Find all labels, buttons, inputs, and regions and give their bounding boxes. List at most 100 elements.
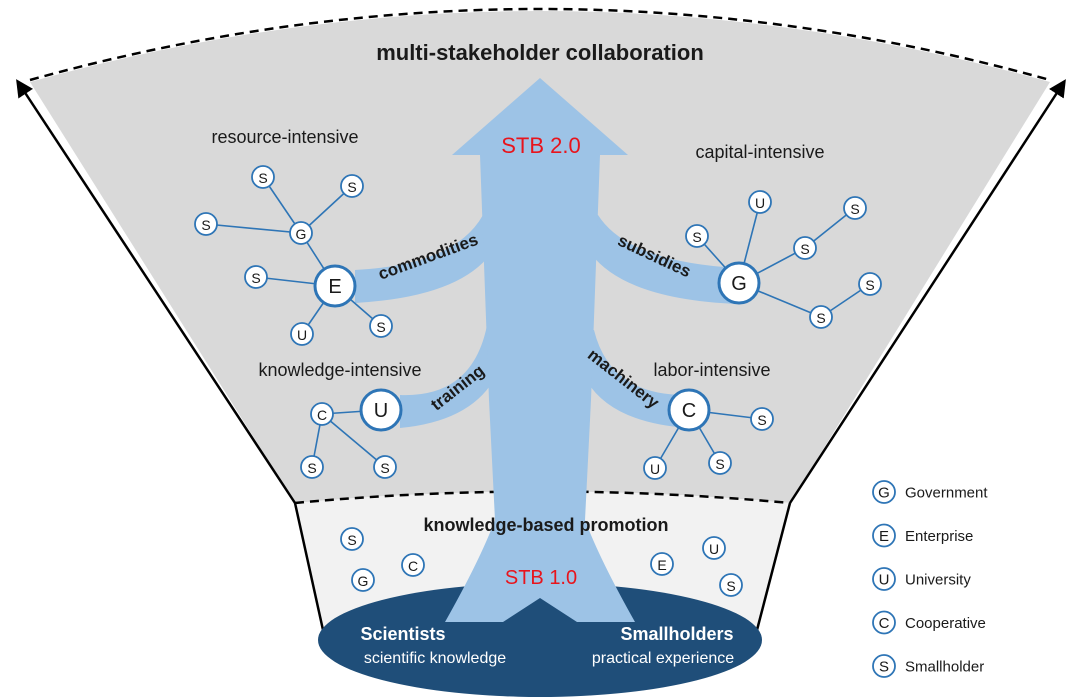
node-letter: S	[715, 456, 724, 472]
node-circle	[369, 314, 393, 338]
base-ellipse	[318, 583, 762, 697]
node-circle	[719, 573, 743, 597]
stakeholder-node-s: S	[809, 305, 833, 329]
legend-circle	[872, 567, 896, 591]
node-circle	[313, 264, 357, 308]
stakeholder-node-s: S	[194, 212, 218, 236]
node-letter: E	[328, 276, 341, 298]
node-circle	[351, 568, 375, 592]
stakeholder-node-s: S	[858, 272, 882, 296]
node-circle	[717, 261, 761, 305]
stakeholder-node-s: S	[340, 527, 364, 551]
node-circle	[300, 455, 324, 479]
node-circle	[793, 236, 817, 260]
right-funnel-edge	[788, 79, 1066, 504]
node-circle	[373, 455, 397, 479]
node-letter: U	[650, 461, 660, 477]
legend-circle	[872, 480, 896, 504]
stb-bottom-label: STB 1.0	[505, 567, 577, 589]
node-circle	[858, 272, 882, 296]
right-tray-edge	[755, 502, 792, 631]
node-circle	[340, 174, 364, 198]
legend-item-smallholder: S Smallholder	[872, 654, 984, 678]
central-arrow	[445, 78, 635, 622]
node-circle	[244, 265, 268, 289]
legend-letter: S	[879, 659, 889, 676]
stakeholder-node-s: S	[340, 174, 364, 198]
node-circle	[310, 402, 334, 426]
node-circle	[359, 388, 403, 432]
quadrant-labor: labor-intensive	[653, 360, 770, 380]
node-circle	[290, 322, 314, 346]
node-letter: G	[358, 573, 369, 589]
quadrant-capital: capital-intensive	[695, 142, 824, 162]
node-letter: C	[317, 407, 327, 423]
stakeholder-node-s: S	[251, 165, 275, 189]
legend-letter: U	[879, 572, 890, 589]
quadrant-knowledge: knowledge-intensive	[258, 360, 421, 380]
node-circle	[650, 552, 674, 576]
node-letter: G	[296, 226, 307, 242]
node-letter: S	[380, 460, 389, 476]
stakeholder-node-s: S	[708, 451, 732, 475]
node-letter: S	[726, 578, 735, 594]
stakeholder-node-e: E	[313, 264, 357, 308]
node-circle	[340, 527, 364, 551]
node-letter: S	[376, 319, 385, 335]
legend-label: University	[905, 572, 971, 589]
legend-label: Smallholder	[905, 659, 984, 676]
node-letter: S	[201, 217, 210, 233]
node-circle	[643, 456, 667, 480]
stakeholder-node-s: S	[719, 573, 743, 597]
branch-subsidies	[576, 215, 738, 304]
main-title: multi-stakeholder collaboration	[376, 40, 704, 65]
base-left-sub: scientific knowledge	[364, 650, 506, 667]
base-right-title: Smallholders	[620, 624, 733, 644]
legend-item-university: U University	[872, 567, 971, 591]
stakeholder-node-c: C	[667, 388, 711, 432]
base-left-title: Scientists	[360, 624, 445, 644]
top-dashed-arc	[29, 7, 1051, 82]
node-letter: S	[307, 460, 316, 476]
node-letter: C	[682, 400, 696, 422]
left-funnel-edge	[16, 79, 297, 504]
node-circle	[289, 221, 313, 245]
node-circle	[194, 212, 218, 236]
node-letter: U	[755, 195, 765, 211]
legend-letter: C	[879, 615, 890, 632]
branch-commodities	[355, 215, 505, 303]
node-letter: C	[408, 558, 418, 574]
stakeholder-node-u: U	[702, 536, 726, 560]
stakeholder-node-s: S	[369, 314, 393, 338]
node-letter: S	[347, 532, 356, 548]
stb-top-label: STB 2.0	[501, 133, 580, 158]
node-circle	[809, 305, 833, 329]
node-letter: S	[800, 241, 809, 257]
legend-label: Cooperative	[905, 615, 986, 632]
quadrant-resource: resource-intensive	[211, 127, 358, 147]
node-letter: U	[297, 327, 307, 343]
stakeholder-node-c: C	[310, 402, 334, 426]
stakeholder-node-u: U	[359, 388, 403, 432]
stakeholder-node-c: C	[401, 553, 425, 577]
node-circle	[748, 190, 772, 214]
stakeholder-node-g: G	[717, 261, 761, 305]
node-letter: S	[347, 179, 356, 195]
node-letter: E	[657, 557, 666, 573]
stakeholder-node-g: G	[289, 221, 313, 245]
node-letter: S	[258, 170, 267, 186]
lower-title: knowledge-based promotion	[423, 515, 668, 535]
legend-label: Enterprise	[905, 528, 973, 545]
stakeholder-node-s: S	[244, 265, 268, 289]
stakeholder-node-g: G	[351, 568, 375, 592]
node-letter: S	[816, 310, 825, 326]
stakeholder-node-s: S	[300, 455, 324, 479]
node-letter: S	[757, 412, 766, 428]
stakeholder-node-s: S	[750, 407, 774, 431]
stakeholder-node-u: U	[748, 190, 772, 214]
node-letter: U	[374, 400, 388, 422]
